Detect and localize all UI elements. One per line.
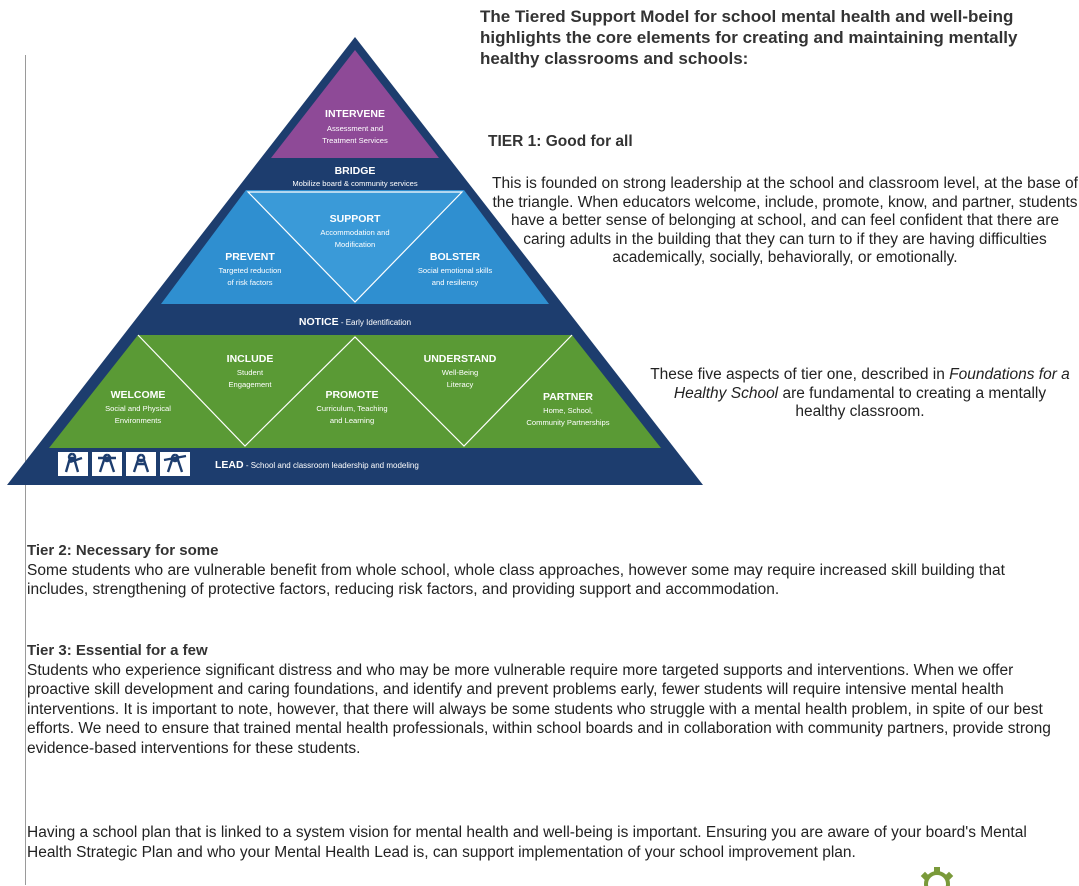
notice-label: NOTICE (299, 316, 339, 328)
bolster-line1: Social emotional skills (418, 266, 492, 275)
pyramid-graphic: INTERVENE Assessment and Treatment Servi… (7, 37, 703, 485)
bolster-label: BOLSTER (430, 251, 481, 263)
understand-line2: Literacy (447, 380, 474, 389)
intro-heading: The Tiered Support Model for school ment… (480, 7, 1018, 68)
tier1-note-after: are fundamental to creating a mentally h… (778, 384, 1047, 421)
support-wedge (246, 191, 464, 303)
prevent-line1: Targeted reduction (219, 266, 282, 275)
promote-line2: and Learning (330, 416, 374, 425)
notice-sub: - Early Identification (339, 318, 411, 327)
support-label: SUPPORT (330, 213, 381, 225)
partner-label: PARTNER (543, 391, 593, 403)
intervene-line1: Assessment and (327, 124, 383, 133)
teacher-figure-3 (132, 453, 150, 473)
tier3-body: Students who experience significant dist… (27, 661, 1051, 757)
welcome-line2: Environments (115, 416, 162, 425)
understand-line1: Well-Being (442, 368, 479, 377)
bolster-line2: and resiliency (432, 278, 479, 287)
tier1-title: TIER 1: Good for all (488, 133, 633, 150)
tier3-title: Tier 3: Essential for a few (27, 642, 208, 659)
tier1-note: These five aspects of tier one, describe… (650, 366, 1070, 422)
promote-label: PROMOTE (325, 389, 378, 401)
lead-line: LEAD - School and classroom leadership a… (215, 459, 419, 471)
lead-sub: - School and classroom leadership and mo… (244, 461, 419, 470)
foundations-title: Foundations for a Healthy School (673, 366, 1070, 402)
closing-paragraph: Having a school plan that is linked to a… (27, 824, 1027, 861)
tier1-note-before: These five aspects of tier one, describe… (650, 366, 950, 383)
prevent-line2: of risk factors (227, 278, 272, 287)
support-line2: Modification (335, 240, 376, 249)
tier2-title: Tier 2: Necessary for some (27, 542, 219, 559)
notice-line: NOTICE - Early Identification (299, 316, 411, 328)
green-tier (49, 335, 661, 448)
teacher-figure-2 (98, 453, 116, 473)
intervene-label: INTERVENE (325, 108, 385, 120)
partner-line1: Home, School, (543, 406, 593, 415)
understand-label: UNDERSTAND (424, 353, 497, 365)
bridge-label: BRIDGE (335, 165, 376, 177)
intervene-tier (271, 50, 439, 158)
bridge-sub: Mobilize board & community services (292, 179, 418, 188)
lead-icon-1 (58, 452, 88, 476)
teacher-figure-4 (163, 453, 187, 473)
intervene-line2: Treatment Services (322, 136, 388, 145)
include-label: INCLUDE (227, 353, 274, 365)
include-line1: Student (237, 368, 264, 377)
gear-icon (920, 867, 954, 886)
tier2-body: Some students who are vulnerable benefit… (27, 561, 1005, 599)
support-line1: Accommodation and (320, 228, 389, 237)
promote-line1: Curriculum, Teaching (316, 404, 387, 413)
welcome-label: WELCOME (111, 389, 166, 401)
prevent-label: PREVENT (225, 251, 275, 263)
include-line2: Engagement (228, 380, 272, 389)
tier3-section: Tier 3: Essential for a few Students who… (27, 641, 1067, 758)
partner-line2: Community Partnerships (526, 418, 609, 427)
tier1-body: This is founded on strong leadership at … (492, 175, 1078, 266)
green-dividers (137, 334, 573, 447)
tier2-section: Tier 2: Necessary for some Some students… (27, 541, 1067, 600)
lead-icons (58, 452, 190, 476)
welcome-line1: Social and Physical (105, 404, 171, 413)
lead-label: LEAD (215, 459, 244, 471)
teacher-figure-1 (64, 452, 83, 473)
